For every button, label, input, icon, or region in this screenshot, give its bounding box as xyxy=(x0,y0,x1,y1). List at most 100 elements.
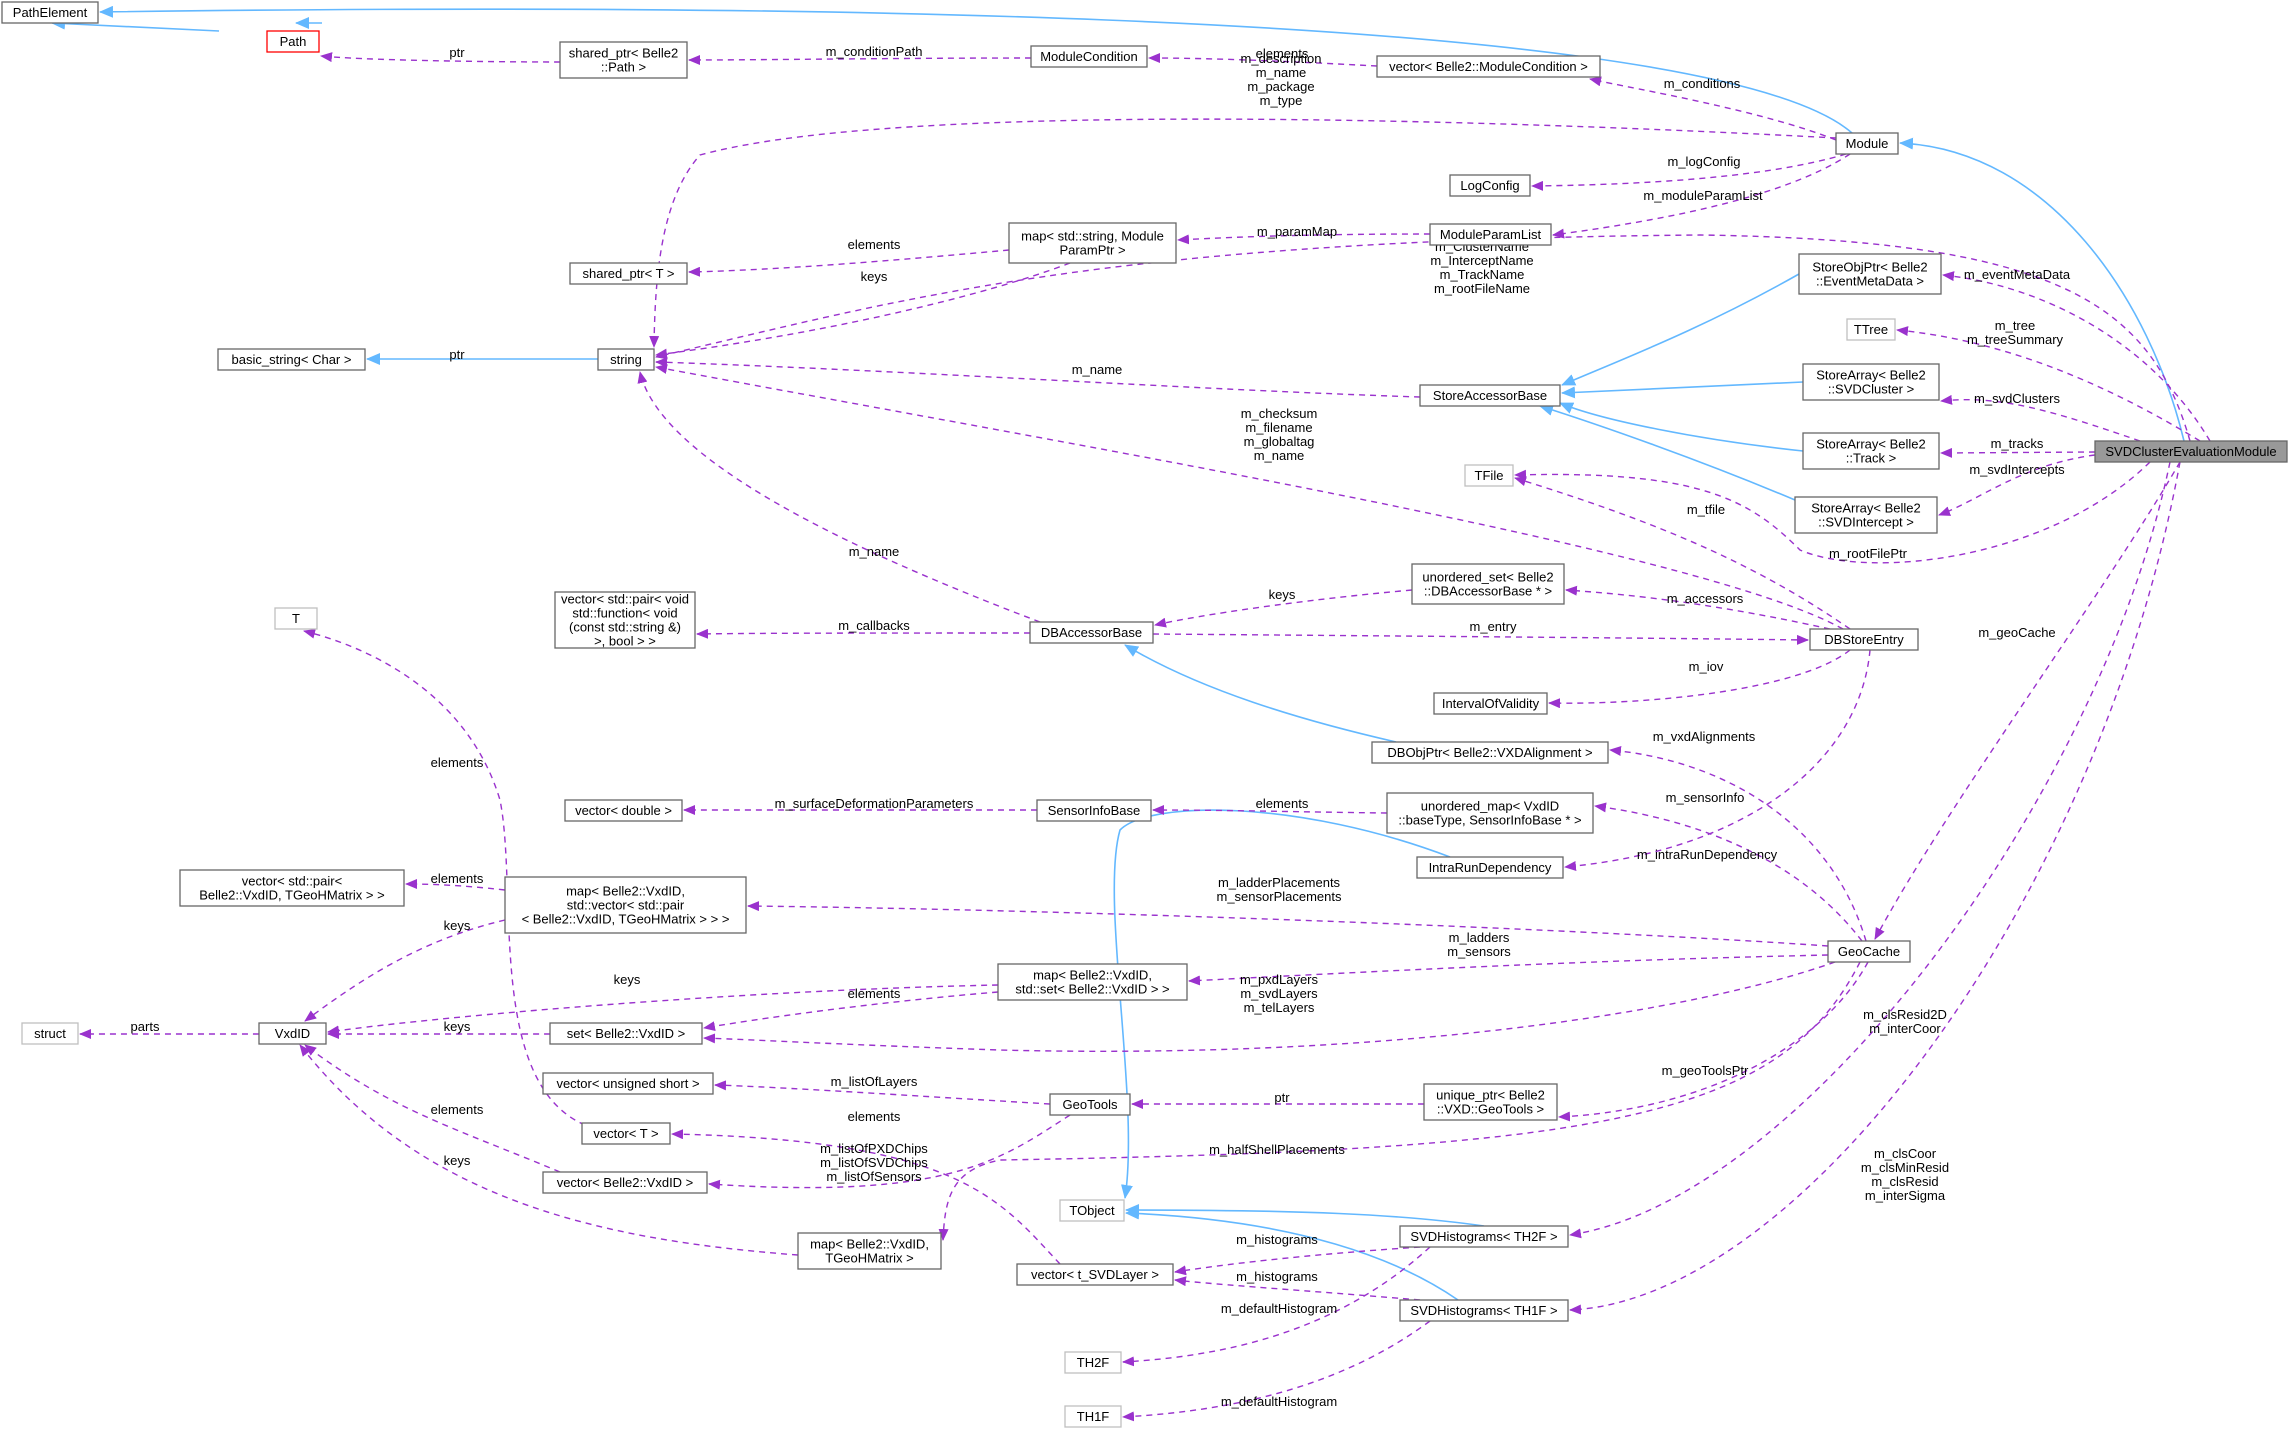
usage-edge xyxy=(671,1129,1061,1265)
class-node-path[interactable]: Path xyxy=(266,30,320,53)
class-node-th2f[interactable]: TH2F xyxy=(1064,1351,1122,1374)
node-label-line: TObject xyxy=(1069,1203,1115,1218)
class-node-dbobjptr[interactable]: DBObjPtr< Belle2::VXDAlignment > xyxy=(1371,741,1609,764)
class-node-vector-pair-geohmatrix[interactable]: vector< std::pair<Belle2::VxdID, TGeoHMa… xyxy=(179,869,405,907)
node-label-line: DBObjPtr< Belle2::VXDAlignment > xyxy=(1387,745,1592,760)
node-box xyxy=(1846,318,1896,341)
inheritance-edge xyxy=(1125,1207,1459,1301)
class-node-vector-svdlayer[interactable]: vector< t_SVDLayer > xyxy=(1016,1263,1174,1286)
usage-edge xyxy=(703,961,1836,1052)
edge-label-m-tfile: m_tfile xyxy=(1687,502,1725,517)
class-node-ttree[interactable]: TTree xyxy=(1846,318,1896,341)
class-node-tfile[interactable]: TFile xyxy=(1464,464,1514,487)
edge-label-elements-sharedptr: elements xyxy=(848,237,901,252)
node-box xyxy=(1059,1199,1125,1222)
class-node-map-vxdid-geohmatrix[interactable]: map< Belle2::VxdID,TGeoHMatrix > xyxy=(797,1232,942,1270)
class-node-map-vxdid-set[interactable]: map< Belle2::VxdID,std::set< Belle2::Vxd… xyxy=(997,963,1188,1001)
class-node-vector-vxdid[interactable]: vector< Belle2::VxdID > xyxy=(542,1171,708,1194)
node-box xyxy=(1386,792,1594,834)
class-node-vxdid[interactable]: VxdID xyxy=(258,1022,327,1045)
class-node-geocache[interactable]: GeoCache xyxy=(1827,940,1911,963)
edge-label-line: m_svdClusters xyxy=(1974,391,2060,406)
class-node-sensorinfobase[interactable]: SensorInfoBase xyxy=(1036,799,1152,822)
class-node-intervalofvalidity[interactable]: IntervalOfValidity xyxy=(1433,692,1548,715)
class-node-intrarundependency[interactable]: IntraRunDependency xyxy=(1416,856,1564,879)
usage-edge xyxy=(708,1114,1071,1190)
class-node-string[interactable]: string xyxy=(597,348,655,371)
usage-edge xyxy=(1558,961,1869,1122)
class-node-module[interactable]: Module xyxy=(1835,132,1899,155)
class-node-vector-modulecondition[interactable]: vector< Belle2::ModuleCondition > xyxy=(1376,55,1601,78)
class-node-geotools[interactable]: GeoTools xyxy=(1049,1093,1131,1116)
usage-edge xyxy=(938,961,1861,1241)
class-node-map-vxdid-vector[interactable]: map< Belle2::VxdID,std::vector< std::pai… xyxy=(504,876,747,934)
edge-label-line: m_svdIntercepts xyxy=(1969,462,2065,477)
node-box xyxy=(542,1171,708,1194)
class-node-tobject[interactable]: TObject xyxy=(1059,1199,1125,1222)
class-node-svdclusterevaluationmodule[interactable]: SVDClusterEvaluationModule xyxy=(2094,440,2288,463)
class-node-storearray-svdcluster[interactable]: StoreArray< Belle2::SVDCluster > xyxy=(1802,363,1940,401)
edge-label-line: m_intraRunDependency xyxy=(1637,847,1778,862)
class-node-th1f[interactable]: TH1F xyxy=(1064,1405,1122,1428)
node-label-line: Path xyxy=(280,34,307,49)
node-box xyxy=(1371,741,1609,764)
edge-label-ptr-geotools: ptr xyxy=(1274,1090,1290,1105)
class-node-unique-ptr-geotools[interactable]: unique_ptr< Belle2::VXD::GeoTools > xyxy=(1423,1083,1558,1121)
edge-label-line: m_name xyxy=(1256,65,1307,80)
class-node-dbaccessorbase[interactable]: DBAccessorBase xyxy=(1029,621,1154,644)
node-label: StoreArray< Belle2::SVDIntercept > xyxy=(1811,501,1920,530)
class-node-unordered-set[interactable]: unordered_set< Belle2::DBAccessorBase * … xyxy=(1411,563,1565,605)
edge-label-line: m_TrackName xyxy=(1440,267,1525,282)
node-box xyxy=(581,1122,671,1145)
edge-label-line: m_clsMinResid xyxy=(1861,1160,1949,1175)
class-node-storearray-svdintercept[interactable]: StoreArray< Belle2::SVDIntercept > xyxy=(1794,496,1938,534)
class-node-unordered-map[interactable]: unordered_map< VxdID::baseType, SensorIn… xyxy=(1386,792,1594,834)
edge-label-line: elements xyxy=(431,755,484,770)
node-box xyxy=(1399,1225,1569,1248)
edge-label-line: keys xyxy=(444,1019,471,1034)
class-node-storearray-track[interactable]: StoreArray< Belle2::Track > xyxy=(1802,432,1940,470)
edge-label-line: m_ladders xyxy=(1449,930,1510,945)
class-node-vector-double[interactable]: vector< double > xyxy=(564,799,683,822)
class-node-dbstoreentry[interactable]: DBStoreEntry xyxy=(1809,628,1919,651)
node-label-line: struct xyxy=(34,1026,66,1041)
edge-label-line: m_eventMetaData xyxy=(1964,267,2071,282)
edge-label-line: m_listOfSensors xyxy=(826,1169,922,1184)
node-label: basic_string< Char > xyxy=(232,352,352,367)
class-node-vector-t[interactable]: vector< T > xyxy=(581,1122,671,1145)
class-node-vector-ushort[interactable]: vector< unsigned short > xyxy=(542,1072,714,1095)
class-node-svdhistograms-th1f[interactable]: SVDHistograms< TH1F > xyxy=(1399,1299,1569,1322)
node-label-line: unique_ptr< Belle2 xyxy=(1436,1088,1545,1103)
edge-label-line: m_listOfSVDChips xyxy=(820,1155,928,1170)
class-node-svdhistograms-th2f[interactable]: SVDHistograms< TH2F > xyxy=(1399,1225,1569,1248)
edge-label-m-name-sab: m_name xyxy=(1072,362,1123,377)
class-node-storeobjptr[interactable]: StoreObjPtr< Belle2::EventMetaData > xyxy=(1798,253,1942,295)
usage-edge xyxy=(405,879,506,891)
edge-label-line: m_halfShellPlacements xyxy=(1209,1142,1345,1157)
node-label: map< Belle2::VxdID,std::vector< std::pai… xyxy=(522,884,730,927)
node-label: shared_ptr< Belle2::Path > xyxy=(569,46,679,75)
node-label: Path xyxy=(280,34,307,49)
class-node-basic-string[interactable]: basic_string< Char > xyxy=(217,348,366,371)
node-label-line: SVDHistograms< TH2F > xyxy=(1410,1229,1557,1244)
class-node-moduleparamlist[interactable]: ModuleParamList xyxy=(1429,223,1552,246)
class-node-shared-ptr-t[interactable]: shared_ptr< T > xyxy=(569,262,688,285)
class-node-logconfig[interactable]: LogConfig xyxy=(1449,174,1531,197)
class-node-struct[interactable]: struct xyxy=(21,1022,79,1045)
node-box xyxy=(1809,628,1919,651)
node-label: vector< Belle2::ModuleCondition > xyxy=(1389,59,1588,74)
node-label-line: vector< t_SVDLayer > xyxy=(1031,1267,1159,1282)
class-node-storeaccessorbase[interactable]: StoreAccessorBase xyxy=(1419,384,1561,407)
class-node-set-vxdid[interactable]: set< Belle2::VxdID > xyxy=(549,1022,703,1045)
class-node-pathelement[interactable]: PathElement xyxy=(1,1,99,24)
node-label-line: VxdID xyxy=(275,1026,310,1041)
class-node-modulecondition[interactable]: ModuleCondition xyxy=(1030,45,1148,68)
class-node-shared-ptr-path[interactable]: shared_ptr< Belle2::Path > xyxy=(559,41,688,79)
node-label: vector< unsigned short > xyxy=(556,1076,699,1091)
usage-edge xyxy=(688,249,1010,277)
class-node-t[interactable]: T xyxy=(274,607,318,630)
